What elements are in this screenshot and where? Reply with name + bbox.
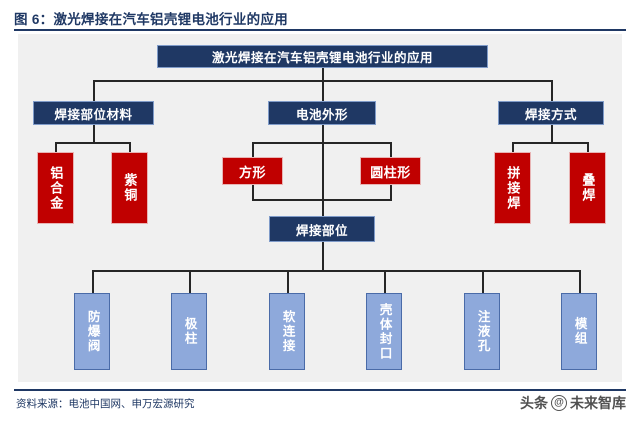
connector-branch2-stem: [322, 125, 324, 142]
node-weld-location-label: 焊接部位: [295, 223, 348, 238]
node-copper[interactable]: 紫铜: [111, 152, 148, 224]
node-safety-valve[interactable]: 防爆阀: [74, 293, 110, 370]
connector-branch1-child1: [55, 142, 57, 152]
node-branch-welding-material[interactable]: 焊接部位材料: [33, 101, 154, 125]
node-root[interactable]: 激光焊接在汽车铝壳锂电池行业的应用: [157, 45, 488, 68]
title-divider: [14, 29, 626, 31]
node-flexible-connection-label: 软连接: [280, 309, 295, 354]
node-aluminum-alloy[interactable]: 铝合金: [37, 152, 74, 224]
connector-branch1-child2: [129, 142, 131, 152]
node-branch-welding-method[interactable]: 焊接方式: [498, 101, 604, 125]
connector-branch2-drop: [322, 80, 324, 101]
node-flexible-connection[interactable]: 软连接: [269, 293, 305, 370]
watermark: 头条 @ 未来智库: [520, 393, 626, 413]
connector-weldpart-6: [579, 270, 581, 293]
node-electrolyte-hole-label: 注液孔: [475, 309, 490, 354]
diagram-panel: 激光焊接在汽车铝壳锂电池行业的应用 焊接部位材料 电池外形 焊接方式 铝合金 紫…: [18, 34, 622, 382]
connector-root-down: [322, 68, 324, 80]
node-butt-welding[interactable]: 拼接焊: [494, 152, 531, 224]
node-branch-cell-shape[interactable]: 电池外形: [268, 101, 376, 125]
page-title: 图 6：激光焊接在汽车铝壳锂电池行业的应用: [14, 12, 289, 27]
connector-branch3-child2: [587, 142, 589, 152]
node-electrolyte-hole[interactable]: 注液孔: [464, 293, 500, 370]
node-terminal-post[interactable]: 极柱: [171, 293, 207, 370]
node-branch-cell-shape-label: 电池外形: [295, 107, 348, 122]
node-prismatic-label: 方形: [238, 164, 266, 180]
connector-branch3-stem: [551, 125, 553, 142]
node-root-label: 激光焊接在汽车铝壳锂电池行业的应用: [211, 51, 433, 65]
watermark-prefix: 头条: [520, 395, 548, 411]
node-branch-welding-material-label: 焊接部位材料: [54, 107, 133, 122]
node-safety-valve-label: 防爆阀: [85, 309, 100, 354]
node-branch-welding-method-label: 焊接方式: [524, 107, 577, 122]
connector-weld-stem: [322, 142, 324, 216]
node-prismatic[interactable]: 方形: [222, 157, 283, 185]
node-cylindrical-label: 圆柱形: [370, 164, 411, 180]
node-lap-welding-label: 叠焊: [580, 173, 596, 203]
node-copper-label: 紫铜: [122, 173, 138, 203]
node-shell-sealing[interactable]: 壳体封口: [366, 293, 402, 370]
connector-branch3-child1: [512, 142, 514, 152]
node-butt-welding-label: 拼接焊: [505, 165, 521, 211]
connector-weldpart-2: [189, 270, 191, 293]
connector-branch1-bus: [55, 142, 131, 144]
connector-weldpart-4: [384, 270, 386, 293]
node-weld-location[interactable]: 焊接部位: [269, 216, 375, 242]
at-sign-icon: @: [551, 395, 567, 411]
node-cylindrical[interactable]: 圆柱形: [360, 157, 421, 185]
connector-branch3-drop: [551, 80, 553, 101]
node-shell-sealing-label: 壳体封口: [377, 302, 392, 361]
node-lap-welding[interactable]: 叠焊: [569, 152, 606, 224]
connector-weldpart-1: [92, 270, 94, 293]
connector-branch3-bus: [512, 142, 589, 144]
node-module-label: 模组: [572, 317, 587, 346]
footer-divider: [14, 389, 626, 391]
connector-weldparts-bus: [92, 270, 579, 272]
watermark-name: 未来智库: [570, 395, 626, 411]
connector-weldpart-3: [287, 270, 289, 293]
connector-weldpart-5: [482, 270, 484, 293]
connector-weldnode-down: [322, 242, 324, 270]
source-note: 资料来源：电池中国网、申万宏源研究: [16, 398, 195, 410]
node-terminal-post-label: 极柱: [182, 317, 197, 346]
connector-branch1-stem: [93, 125, 95, 142]
node-aluminum-alloy-label: 铝合金: [48, 165, 64, 211]
connector-branch1-drop: [93, 80, 95, 101]
node-module[interactable]: 模组: [561, 293, 597, 370]
